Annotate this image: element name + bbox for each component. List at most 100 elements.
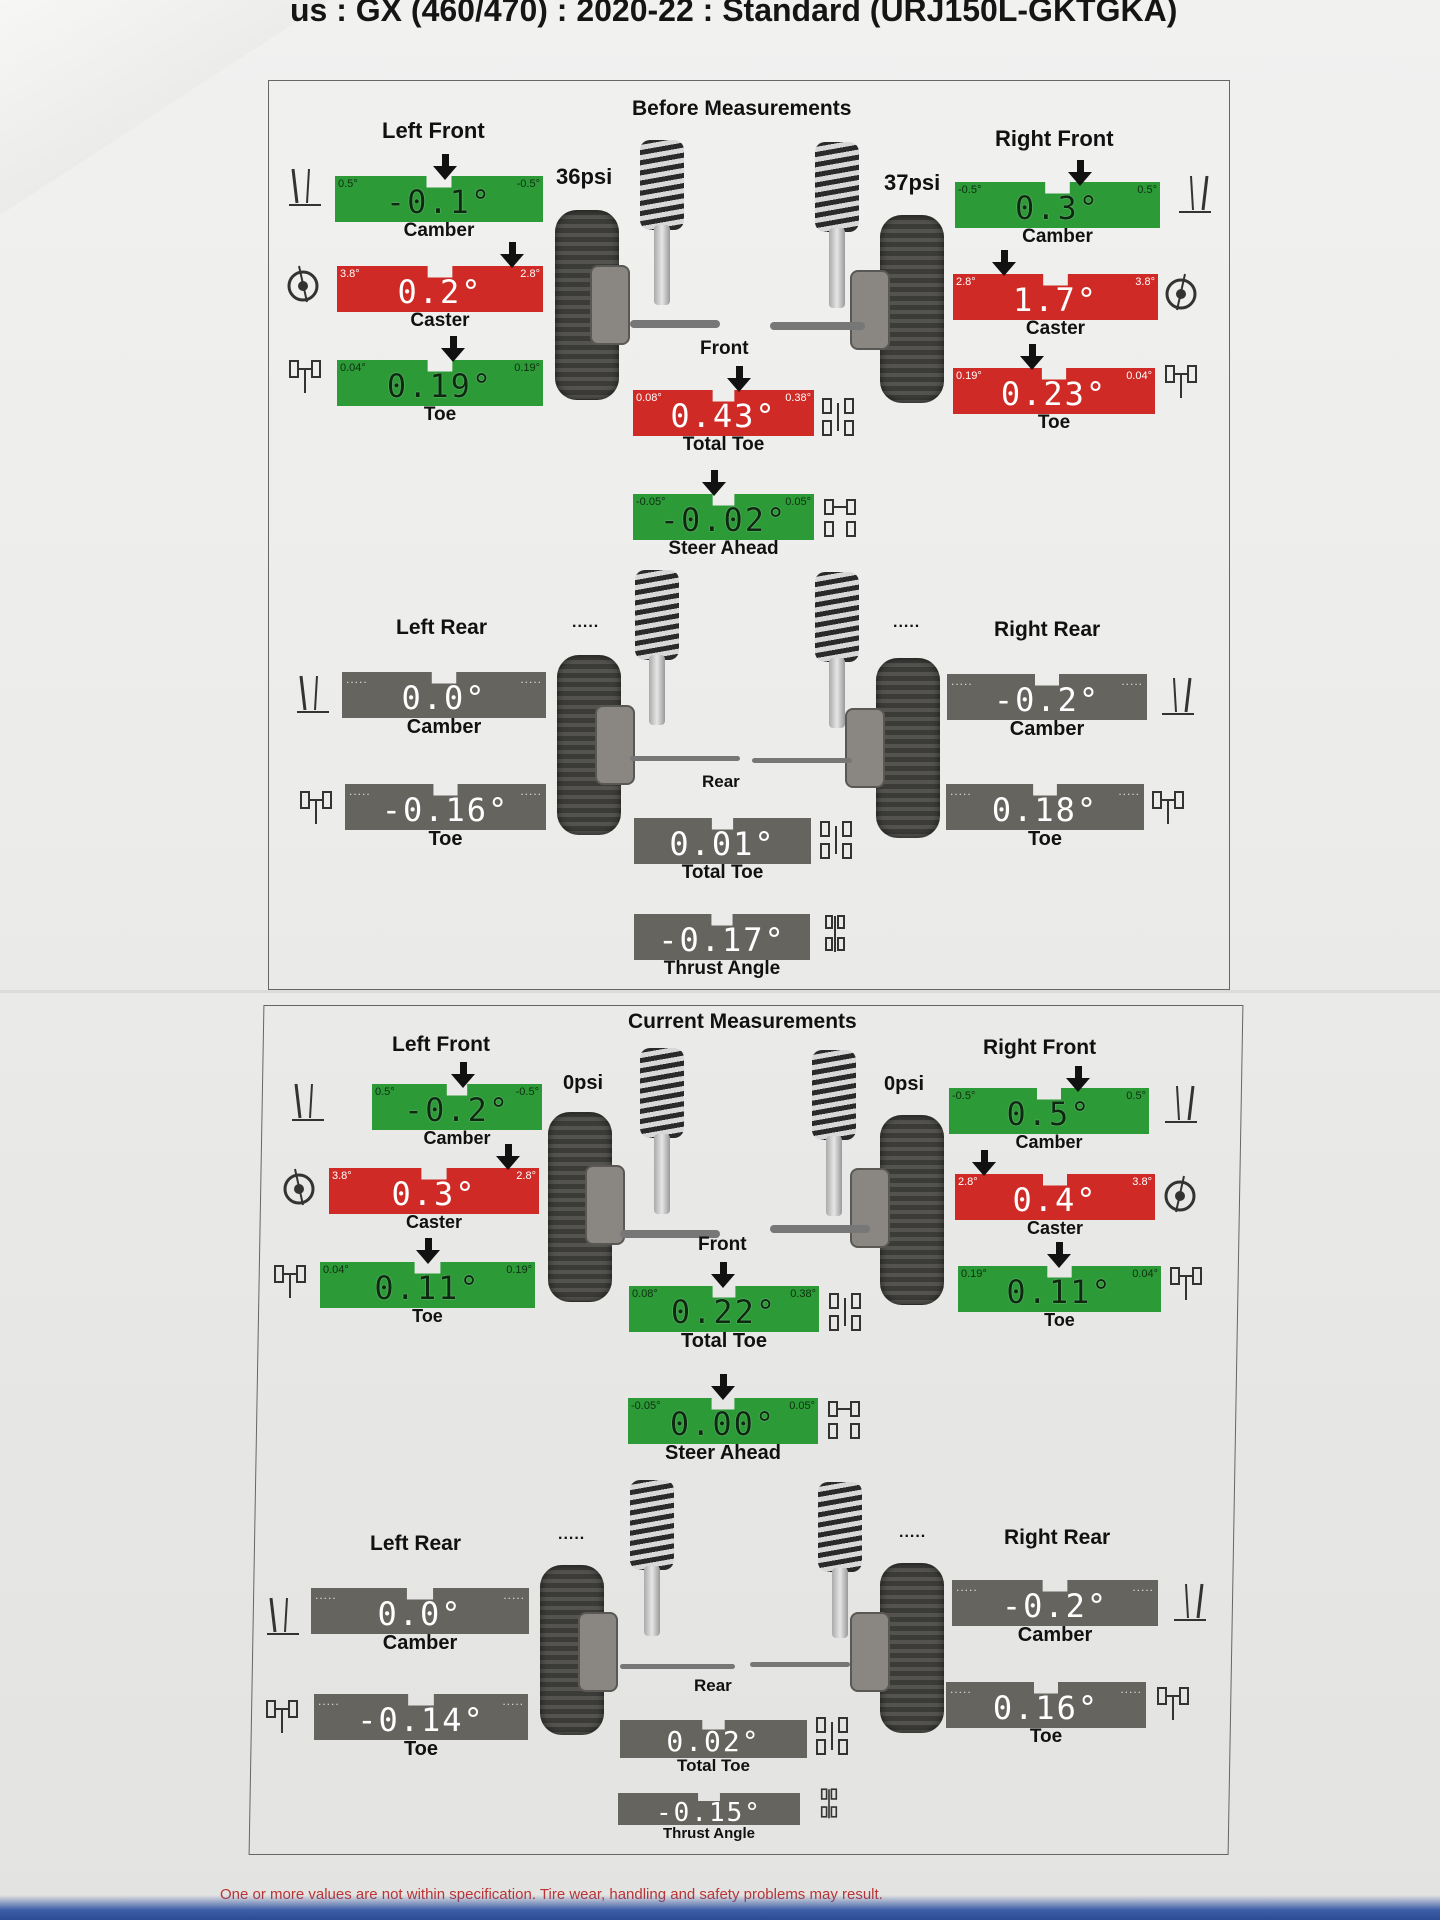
current-rear-total-toe-value: 0.02° bbox=[666, 1725, 761, 1758]
before-rf-camber-gauge: -0.5° 0.5° 0.3° Camber bbox=[955, 164, 1160, 247]
before-rr-toe-gauge: .......... 0.18° Toe bbox=[946, 766, 1144, 850]
before-rear-right-hub bbox=[845, 708, 885, 788]
paper-fold bbox=[0, 990, 1440, 993]
camber-icon bbox=[1177, 172, 1213, 214]
current-front-right-spring bbox=[812, 1050, 856, 1140]
before-left-rear-label: Left Rear bbox=[396, 616, 488, 639]
before-rear-total-toe-gauge: 0.01° Total Toe bbox=[634, 800, 811, 883]
camber-icon bbox=[265, 1594, 301, 1636]
current-thrust-angle-gauge: -0.15° Thrust Angle bbox=[618, 1775, 800, 1853]
before-lf-caster-gauge: 3.8° 2.8° 0.2° Caster bbox=[337, 248, 543, 331]
current-rf-caster-gauge: 2.8° 3.8° 0.4° Caster bbox=[955, 1156, 1155, 1238]
before-rear-total-toe-value: 0.01° bbox=[669, 825, 776, 863]
current-rear-right-hub bbox=[850, 1612, 890, 1692]
camber-icon bbox=[295, 672, 331, 714]
current-front-label: Front bbox=[698, 1234, 747, 1255]
before-left-rear-dots: ..... bbox=[572, 614, 600, 631]
toe-icon bbox=[1163, 360, 1199, 402]
caster-icon bbox=[281, 1165, 317, 1207]
before-front-label: Front bbox=[700, 338, 749, 359]
current-front-total-toe-value: 0.22° bbox=[670, 1293, 778, 1331]
current-left-rear-dots: ..... bbox=[558, 1526, 586, 1543]
before-front-total-toe-value: 0.43° bbox=[670, 397, 777, 435]
current-rr-toe-value: 0.16° bbox=[992, 1689, 1100, 1727]
before-front-right-tire bbox=[880, 215, 944, 403]
current-rf-camber-value: 0.5° bbox=[1006, 1095, 1092, 1133]
current-rf-toe-gauge: 0.19° 0.04° 0.11° Toe bbox=[958, 1248, 1161, 1330]
toe-icon bbox=[287, 355, 323, 397]
current-right-front-label: Right Front bbox=[983, 1036, 1097, 1059]
before-rear-right-arm bbox=[752, 758, 852, 763]
current-rr-camber-value: -0.2° bbox=[1001, 1587, 1109, 1625]
background-surface bbox=[0, 1895, 1440, 1920]
current-rear-left-spring bbox=[630, 1480, 674, 1570]
before-rear-left-hub bbox=[595, 705, 635, 785]
before-rear-left-strut bbox=[649, 655, 665, 725]
before-front-left-arm bbox=[630, 320, 720, 328]
before-lr-toe-value: -0.16° bbox=[381, 791, 510, 829]
before-rear-right-strut bbox=[829, 658, 845, 728]
current-rear-label: Rear bbox=[694, 1676, 732, 1695]
before-front-left-strut bbox=[654, 225, 670, 305]
current-front-left-arm bbox=[620, 1230, 720, 1238]
before-rf-caster-value: 1.7° bbox=[1012, 281, 1099, 319]
current-lf-camber-value: -0.2° bbox=[403, 1091, 511, 1129]
before-rf-toe-value: 0.23° bbox=[1000, 375, 1108, 413]
current-rr-camber-gauge: .......... -0.2° Camber bbox=[952, 1562, 1158, 1646]
current-front-right-strut bbox=[826, 1136, 842, 1216]
current-rear-right-spring bbox=[818, 1482, 862, 1572]
current-lf-toe-gauge: 0.04° 0.19° 0.11° Toe bbox=[320, 1244, 535, 1326]
before-lf-toe-gauge: 0.04° 0.19° 0.19° Toe bbox=[337, 342, 543, 425]
steer-ahead-icon bbox=[822, 496, 858, 538]
vehicle-header: us : GX (460/470) : 2020-22 : Standard (… bbox=[290, 0, 1178, 28]
current-right-rear-label: Right Rear bbox=[1004, 1526, 1111, 1549]
thrust-angle-icon bbox=[824, 912, 846, 954]
before-steer-ahead-value: -0.02° bbox=[659, 501, 788, 539]
current-front-left-hub bbox=[585, 1165, 625, 1245]
total-toe-icon bbox=[814, 1714, 850, 1756]
current-rear-right-strut bbox=[832, 1568, 848, 1638]
current-lf-caster-value: 0.3° bbox=[391, 1175, 477, 1213]
current-right-psi: 0psi bbox=[884, 1073, 925, 1095]
current-lf-caster-gauge: 3.8° 2.8° 0.3° Caster bbox=[329, 1150, 539, 1232]
toe-icon bbox=[298, 786, 334, 828]
current-rf-camber-gauge: -0.5° 0.5° 0.5° Camber bbox=[949, 1070, 1149, 1152]
current-lr-toe-gauge: .......... -0.14° Toe bbox=[314, 1676, 528, 1760]
before-lr-toe-gauge: .......... -0.16° Toe bbox=[345, 766, 546, 850]
current-left-front-label: Left Front bbox=[392, 1033, 490, 1056]
before-title: Before Measurements bbox=[632, 97, 852, 120]
before-rf-caster-gauge: 2.8° 3.8° 1.7° Caster bbox=[953, 256, 1158, 339]
total-toe-icon bbox=[827, 1290, 863, 1332]
before-lf-toe-value: 0.19° bbox=[386, 367, 494, 405]
before-front-right-arm bbox=[770, 322, 865, 330]
before-right-rear-label: Right Rear bbox=[994, 618, 1101, 641]
before-steer-ahead-gauge: -0.05° 0.05° -0.02° Steer Ahead bbox=[633, 476, 814, 559]
current-rf-caster-value: 0.4° bbox=[1012, 1181, 1098, 1219]
current-rear-total-toe-gauge: 0.02° Total Toe bbox=[620, 1702, 807, 1780]
before-front-right-hub bbox=[850, 270, 890, 350]
current-title: Current Measurements bbox=[628, 1010, 857, 1033]
caster-icon bbox=[1163, 270, 1199, 312]
before-lf-camber-gauge: 0.5° -0.5° -0.1° Camber bbox=[335, 158, 543, 241]
current-front-right-tire bbox=[880, 1115, 944, 1305]
before-rr-toe-value: 0.18° bbox=[991, 791, 1099, 829]
before-rf-toe-gauge: 0.19° 0.04° 0.23° Toe bbox=[953, 350, 1155, 433]
before-measurements-frame bbox=[268, 80, 1230, 990]
current-front-left-strut bbox=[654, 1134, 670, 1214]
current-front-left-spring bbox=[640, 1048, 684, 1138]
before-thrust-angle-gauge: -0.17° Thrust Angle bbox=[634, 896, 810, 979]
toe-icon bbox=[1150, 786, 1186, 828]
current-lr-camber-value: 0.0° bbox=[377, 1595, 463, 1633]
current-rr-toe-gauge: .......... 0.16° Toe bbox=[946, 1664, 1146, 1747]
before-left-front-label: Left Front bbox=[382, 118, 485, 143]
before-thrust-angle-value: -0.17° bbox=[658, 921, 786, 959]
current-lr-camber-gauge: .......... 0.0° Camber bbox=[311, 1570, 529, 1654]
toe-icon bbox=[272, 1260, 308, 1302]
total-toe-icon bbox=[820, 395, 856, 437]
current-lr-toe-value: -0.14° bbox=[357, 1701, 485, 1739]
before-right-psi: 37psi bbox=[884, 170, 941, 195]
current-rear-right-tire bbox=[880, 1563, 944, 1733]
before-rear-label: Rear bbox=[702, 772, 740, 791]
caster-icon bbox=[285, 262, 321, 304]
current-front-right-arm bbox=[770, 1225, 870, 1233]
